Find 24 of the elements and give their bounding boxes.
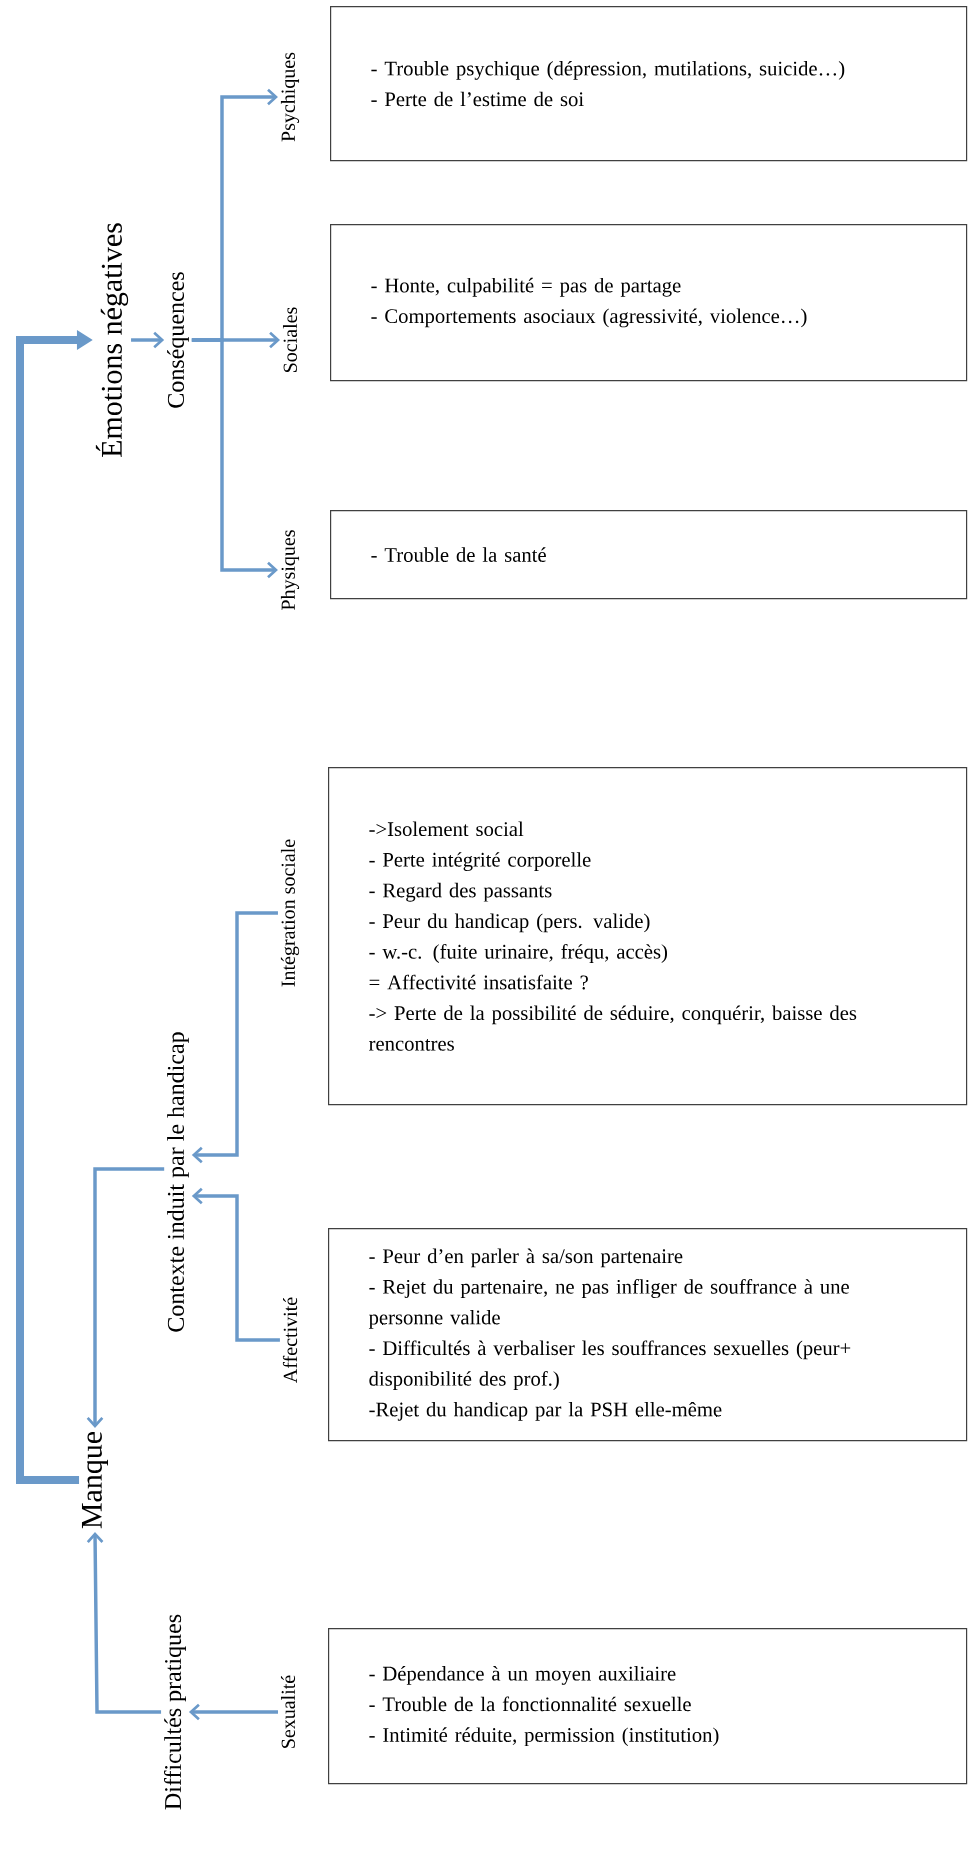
heading-label: Manque <box>81 1431 108 1529</box>
arrow <box>86 1167 165 1428</box>
arrow <box>191 911 278 1164</box>
subheading-label: Difficultés pratiques <box>164 1614 186 1810</box>
category-label: Affectivité <box>282 1297 298 1383</box>
text-box: - Trouble de la santé <box>330 510 968 600</box>
arrow <box>188 1703 278 1721</box>
category-label: Sociales <box>283 307 298 372</box>
category-label: Sexualité <box>280 1675 296 1748</box>
category-label: Psychiques <box>280 52 300 142</box>
subheading-label: Contexte induit par le handicap <box>167 1032 189 1332</box>
arrow <box>191 1187 280 1342</box>
text-box: - Honte, culpabilité = pas de partage - Comportements asociaux (agressivité, violence…) <box>330 224 968 382</box>
category-label: Intégration sociale <box>280 839 300 987</box>
subheading-label: Conséquences <box>167 272 189 408</box>
category-label: Physiques <box>280 530 300 610</box>
text-box: - Trouble psychique (dépression, mutilations, suicide…) - Perte de l’estime de soi <box>330 6 968 162</box>
arrow <box>86 1532 162 1714</box>
text-box: ->Isolement social - Perte intégrité corporelle - Regard des passants - Peur du handicap (pers. valide) - w.-c. (fuite urinaire, fréqu, accès) = Affectivité insatisfaite ? -> Perte de la possibilité de séduire, conquérir, baisse des rencontres <box>328 767 968 1106</box>
text-box: - Dépendance à un moyen auxiliaire - Trouble de la fonctionnalité sexuelle - Intimité réduite, permission (institution) <box>328 1628 968 1785</box>
text-box: - Peur d’en parler à sa/son partenaire - Rejet du partenaire, ne pas infliger de souffrance à une personne valide - Difficultés à verbaliser les souffrances sexuelles (peur+ disponibilité des prof.) -Rejet du handicap par la PSH elle-même <box>328 1228 968 1442</box>
arrow <box>191 338 278 579</box>
heading-label: Émotions négatives <box>95 223 129 458</box>
arrow <box>131 331 165 349</box>
